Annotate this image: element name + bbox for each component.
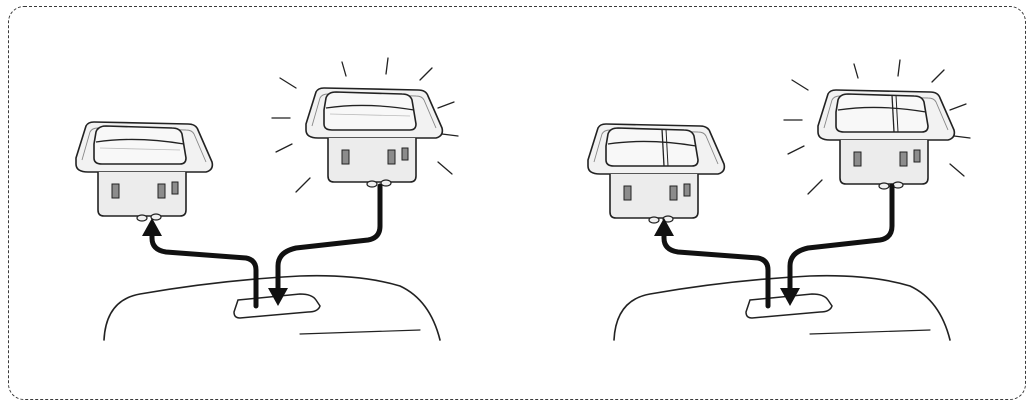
left-panel — [76, 58, 458, 340]
remove-arrow-right — [664, 232, 768, 306]
old-switch-right — [588, 124, 724, 223]
old-switch-left — [76, 122, 212, 221]
remove-arrow-left — [152, 232, 256, 306]
install-arrow-left — [278, 186, 380, 290]
install-arrow-right — [790, 186, 892, 290]
right-panel — [588, 60, 970, 340]
new-lit-switch-left — [272, 58, 458, 192]
new-lit-switch-right — [784, 60, 970, 194]
